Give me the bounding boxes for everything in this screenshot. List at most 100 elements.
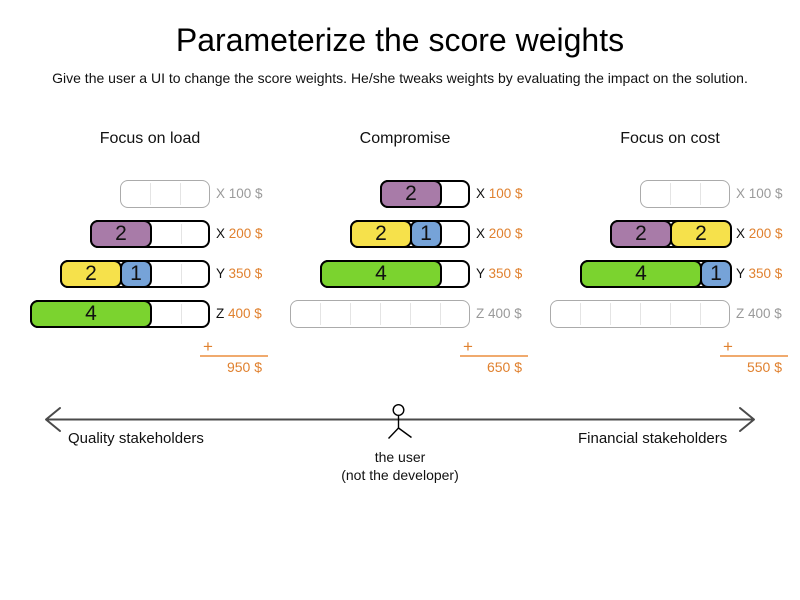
cell-divider	[181, 264, 182, 284]
weight-row: 4	[30, 300, 210, 328]
scenario-total: + 650 $	[460, 337, 528, 375]
resource-letter: Y	[476, 266, 485, 281]
plus-sign: +	[723, 337, 733, 356]
scenario-title-focus-on-cost: Focus on cost	[620, 130, 720, 147]
plus-sign: +	[203, 337, 213, 356]
weight-block: 1	[120, 260, 152, 288]
scenario-total: + 550 $	[720, 337, 788, 375]
page-subtitle: Give the user a UI to change the score w…	[52, 70, 748, 86]
weight-row: 2 2	[610, 220, 732, 248]
weight-row	[640, 180, 730, 208]
row-label: X 100 $	[216, 180, 263, 208]
row-label: Y 350 $	[736, 260, 782, 288]
weight-block: 4	[320, 260, 442, 288]
row-label: X 200 $	[476, 220, 523, 248]
resource-letter: Z	[216, 306, 225, 321]
weight-row	[550, 300, 730, 328]
user-label-line2: (not the developer)	[341, 467, 459, 483]
cell-divider	[180, 183, 181, 205]
total-amount: 650 $	[486, 359, 522, 375]
weight-row	[120, 180, 210, 208]
sum-line	[460, 355, 528, 357]
resource-letter: X	[736, 226, 746, 241]
axis-label-financial: Financial stakeholders	[578, 430, 728, 447]
resource-letter: X	[736, 186, 746, 201]
stakeholder-axis-arrow	[45, 403, 755, 439]
sum-line	[720, 355, 788, 357]
cell-divider	[181, 304, 182, 324]
price-label: 200 $	[488, 226, 523, 241]
row-label: X 200 $	[736, 220, 783, 248]
weight-row: 2	[90, 220, 210, 248]
total-amount: 550 $	[746, 359, 782, 375]
resource-letter: Z	[736, 306, 745, 321]
cell-divider	[580, 303, 581, 325]
cell-divider	[410, 303, 411, 325]
price-label: 200 $	[228, 226, 263, 241]
scenario-title-focus-on-load: Focus on load	[99, 130, 201, 147]
resource-letter: X	[476, 186, 486, 201]
row-label: X 100 $	[736, 180, 783, 208]
total-amount: 950 $	[226, 359, 262, 375]
price-label: 100 $	[748, 186, 783, 201]
weight-block: 2	[60, 260, 122, 288]
weight-row: 4 1	[580, 260, 732, 288]
cell-divider	[440, 303, 441, 325]
price-label: 350 $	[748, 266, 783, 281]
weight-row: 2 1	[60, 260, 210, 288]
cell-divider	[670, 303, 671, 325]
user-stick-figure-icon	[387, 403, 412, 439]
row-label: Y 350 $	[216, 260, 262, 288]
weight-block: 1	[700, 260, 732, 288]
price-label: 400 $	[488, 306, 522, 321]
resource-letter: Y	[736, 266, 745, 281]
cell-divider	[150, 183, 151, 205]
weight-block: 4	[580, 260, 702, 288]
row-label: Z 400 $	[476, 300, 522, 328]
price-label: 350 $	[228, 266, 263, 281]
weight-block: 4	[30, 300, 152, 328]
price-label: 400 $	[748, 306, 782, 321]
scenario-total: + 950 $	[200, 337, 268, 375]
cell-divider	[380, 303, 381, 325]
axis-label-quality: Quality stakeholders	[68, 430, 204, 447]
row-label: Z 400 $	[216, 300, 262, 328]
cell-divider	[610, 303, 611, 325]
weight-block: 2	[350, 220, 412, 248]
cell-divider	[181, 224, 182, 244]
cell-divider	[670, 183, 671, 205]
weight-row: 2 1	[350, 220, 470, 248]
price-label: 350 $	[488, 266, 523, 281]
weight-row: 2	[380, 180, 470, 208]
price-label: 200 $	[748, 226, 783, 241]
cell-divider	[700, 183, 701, 205]
resource-letter: X	[216, 226, 226, 241]
left-arrowhead-icon	[45, 407, 61, 432]
user-label-line1: the user	[374, 449, 426, 465]
weight-block: 2	[610, 220, 672, 248]
scenario-title-compromise: Compromise	[359, 130, 451, 147]
weight-block: 1	[410, 220, 442, 248]
right-arrowhead-icon	[739, 407, 755, 432]
resource-letter: X	[216, 186, 226, 201]
weight-block: 2	[380, 180, 442, 208]
row-label: X 200 $	[216, 220, 263, 248]
row-label: Z 400 $	[736, 300, 782, 328]
plus-sign: +	[463, 337, 473, 356]
page-title: Parameterize the score weights	[175, 22, 625, 58]
cell-divider	[640, 303, 641, 325]
sum-line	[200, 355, 268, 357]
weight-row: 4	[320, 260, 470, 288]
resource-letter: X	[476, 226, 486, 241]
price-label: 100 $	[228, 186, 263, 201]
price-label: 100 $	[488, 186, 523, 201]
price-label: 400 $	[228, 306, 262, 321]
weight-block: 2	[670, 220, 732, 248]
weight-block: 2	[90, 220, 152, 248]
row-label: X 100 $	[476, 180, 523, 208]
resource-letter: Y	[216, 266, 225, 281]
weight-row	[290, 300, 470, 328]
cell-divider	[320, 303, 321, 325]
cell-divider	[350, 303, 351, 325]
